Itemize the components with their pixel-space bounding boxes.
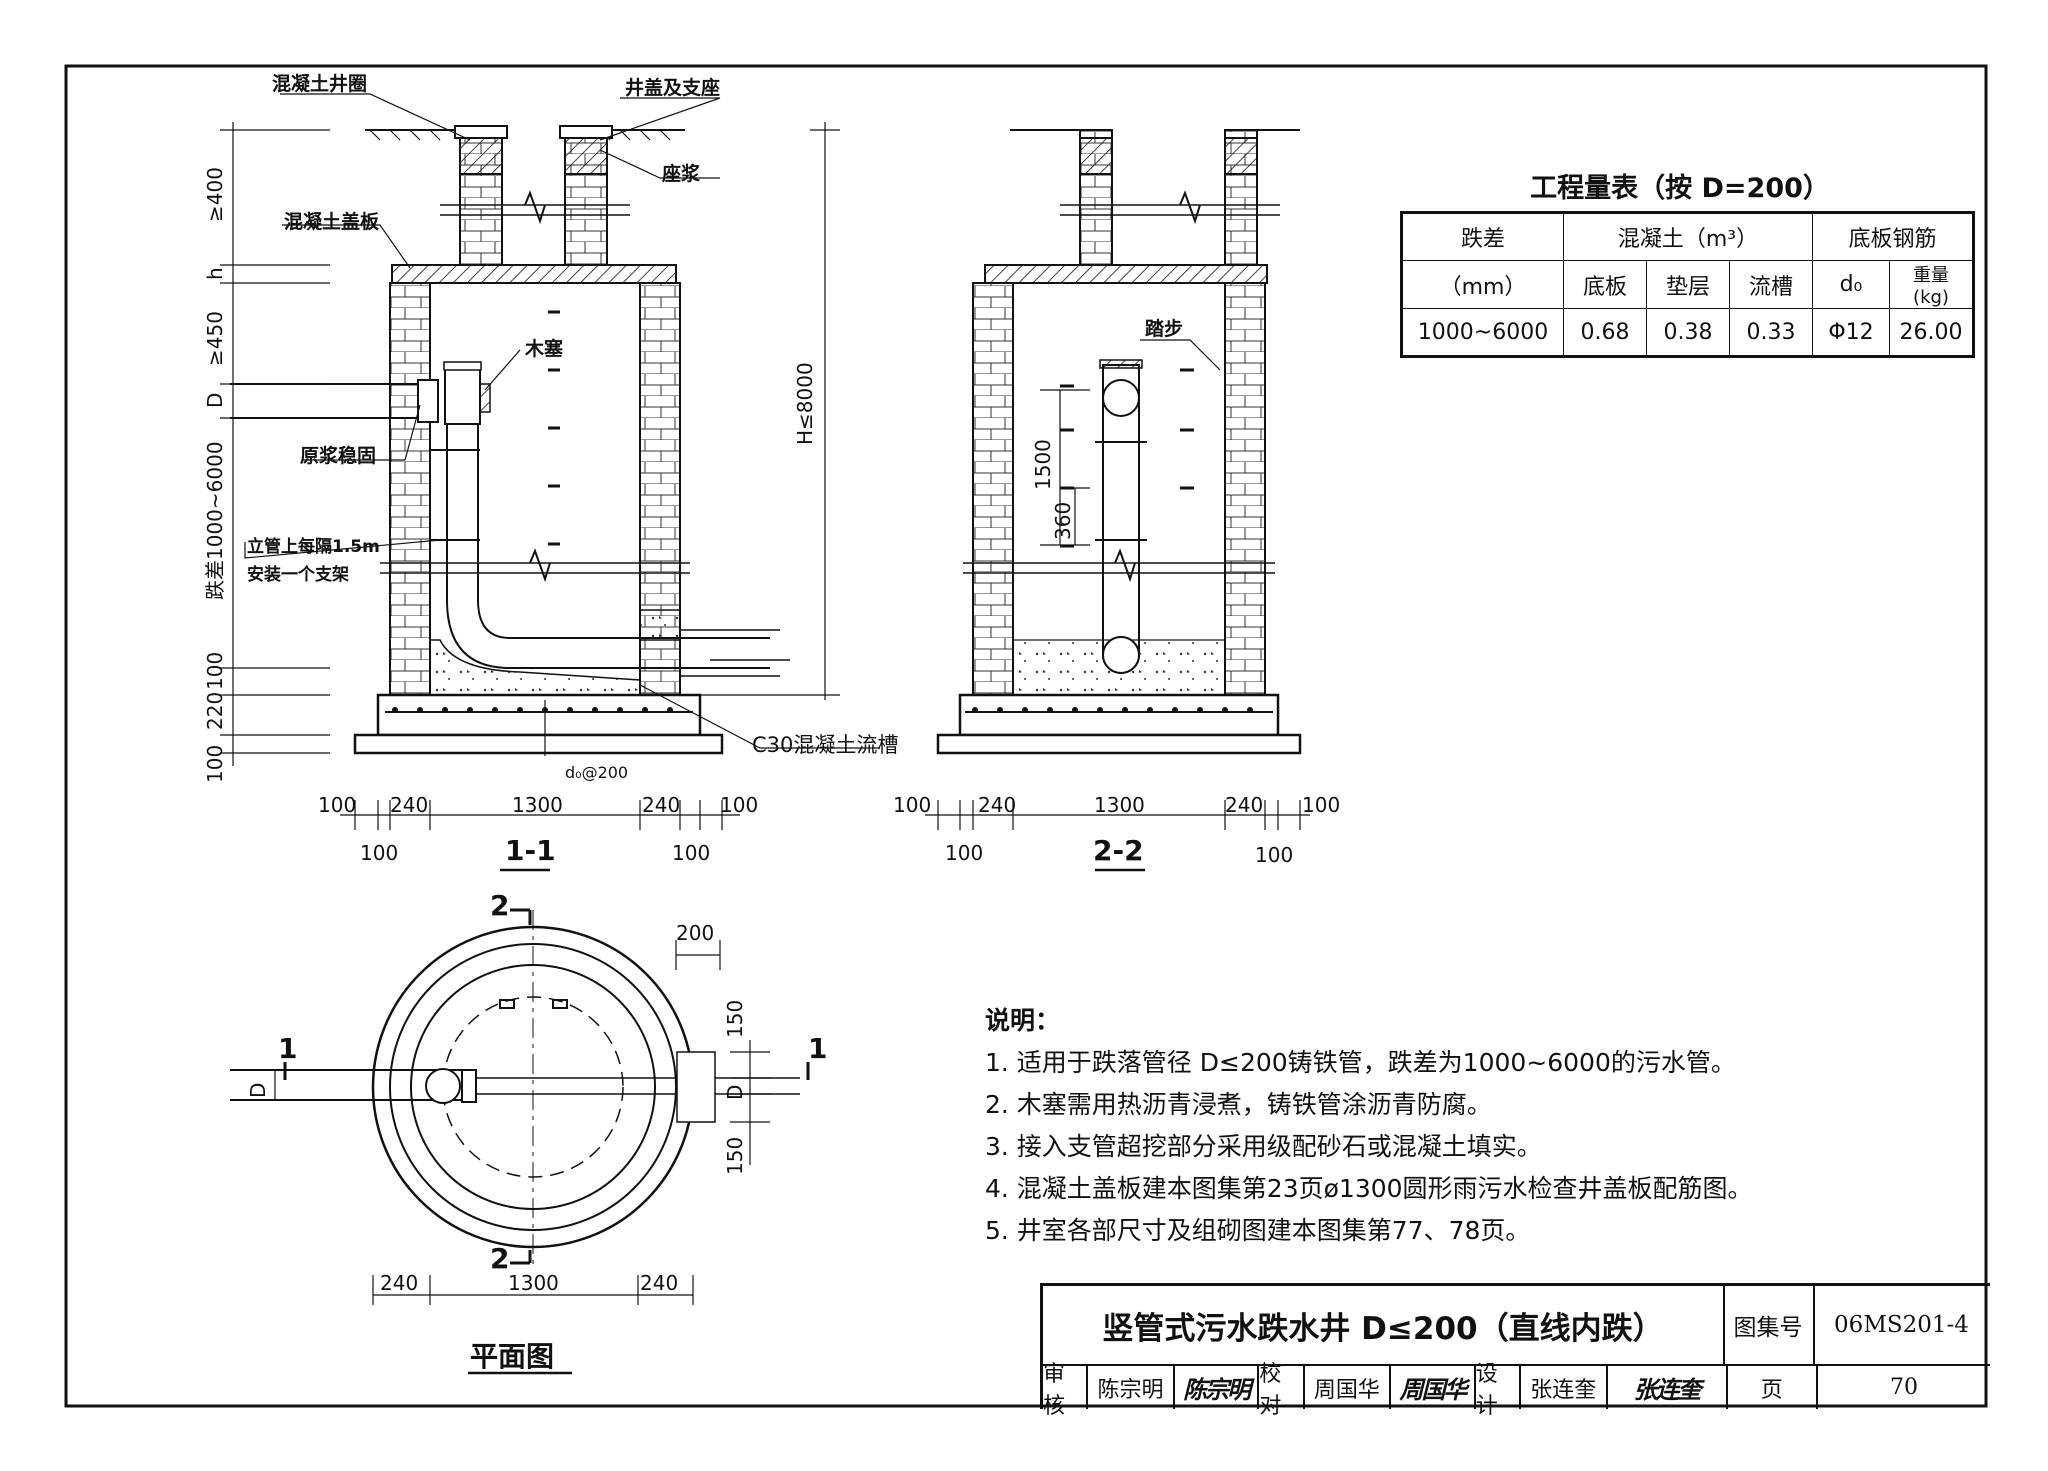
dim-1500: 1500: [1031, 439, 1055, 490]
th-steel: 底板钢筋: [1812, 212, 1974, 261]
dim-2-2-100-l: 100: [893, 793, 931, 817]
th-concrete: 混凝土（m³）: [1563, 212, 1813, 261]
dim-360: 360: [1051, 502, 1075, 540]
dim-plan-D-right: D: [723, 1085, 747, 1100]
notes: 说明： 1. 适用于跌落管径 D≤200铸铁管，跌差为1000~6000的污水管…: [985, 1000, 1753, 1252]
dim-plan-240-l: 240: [380, 1271, 418, 1295]
label-step: 踏步: [1145, 318, 1183, 340]
page-number: 70: [1890, 1375, 1918, 1400]
dim-2-2-240-l: 240: [978, 793, 1016, 817]
dim-1-1-100-br: 100: [672, 841, 710, 865]
dim-220: 220: [203, 692, 227, 730]
dim-1-1-100-bl: 100: [360, 841, 398, 865]
cell-drop: 1000~6000: [1401, 308, 1564, 357]
label-max-height: H≤8000: [793, 362, 817, 445]
label-grout: 原浆稳固: [300, 444, 376, 467]
note-item: 2. 木塞需用热沥青浸煮，铸铁管涂沥青防腐。: [985, 1090, 1492, 1119]
atlas-label: 图集号: [1723, 1286, 1815, 1366]
quantity-table: 工程量表（按 D=200） 跌差 混凝土（m³） 底板钢筋 （mm） 底板 垫层…: [1400, 166, 1975, 358]
page-label: 页: [1728, 1366, 1818, 1409]
dim-400: ≥400: [203, 167, 227, 222]
dim-2-2-100-br: 100: [1255, 843, 1293, 867]
dim-2-2-1300: 1300: [1094, 793, 1145, 817]
quantity-table-title: 工程量表（按 D=200）: [1530, 173, 1830, 204]
th-base: 底板: [1563, 260, 1647, 309]
dim-100-a: 100: [203, 652, 227, 690]
drawing-frame: [64, 64, 1988, 1408]
label-wood-plug: 木塞: [524, 337, 564, 360]
dim-plan-D-left: D: [246, 1083, 270, 1098]
section-2-2-title: 2-2: [1093, 834, 1144, 867]
dim-100-b: 100: [203, 745, 227, 783]
label-cover-seat: 井盖及支座: [625, 76, 720, 99]
dim-plan-200: 200: [676, 921, 714, 945]
label-bracket-1: 立管上每隔1.5m: [247, 536, 380, 557]
designer-name: 张连奎: [1521, 1366, 1608, 1409]
dim-1-1-240-r: 240: [642, 793, 680, 817]
cell-base: 0.68: [1563, 308, 1647, 357]
drawing-title: 竖管式污水跌水井 D≤200（直线内跌）: [1043, 1286, 1725, 1366]
th-cushion: 垫层: [1646, 260, 1730, 309]
dim-h: h: [203, 267, 227, 280]
plan-cut-2-top: 2: [490, 889, 509, 922]
note-item: 4. 混凝土盖板建本图集第23页ø1300圆形雨污水检查井盖板配筋图。: [985, 1174, 1753, 1203]
note-item: 1. 适用于跌落管径 D≤200铸铁管，跌差为1000~6000的污水管。: [985, 1048, 1736, 1077]
signature-row: 审核 陈宗明 陈宗明 校对 周国华 周国华 设计 张连奎 张连奎 页 70: [1043, 1362, 1990, 1419]
atlas-number: 06MS201-4: [1813, 1286, 1990, 1366]
dim-2-2-240-r: 240: [1225, 793, 1263, 817]
dim-2-2-100-r: 100: [1302, 793, 1340, 817]
note-item: 3. 接入支管超挖部分采用级配砂石或混凝土填实。: [985, 1132, 1542, 1161]
design-label: 设计: [1476, 1362, 1521, 1419]
plan-view: [230, 908, 810, 1305]
checker-signature: 周国华: [1391, 1366, 1476, 1409]
dim-plan-150-top: 150: [723, 1000, 747, 1038]
label-cover-slab: 混凝土盖板: [284, 210, 380, 233]
label-rebar: d₀@200: [565, 763, 628, 782]
section-2-2: [925, 129, 1310, 872]
cell-weight: 26.00: [1889, 308, 1974, 357]
plan-title: 平面图: [470, 1340, 554, 1373]
dim-1-1-1300: 1300: [512, 793, 563, 817]
th-unit: （mm）: [1401, 260, 1564, 309]
notes-heading: 说明：: [985, 1006, 1061, 1035]
plan-cut-1-left: 1: [278, 1032, 297, 1065]
reviewer-name: 陈宗明: [1088, 1366, 1175, 1409]
section-1-1-title: 1-1: [505, 834, 556, 867]
dim-1-1-240-l: 240: [390, 793, 428, 817]
label-drop-range: 跌差1000~6000: [203, 441, 227, 600]
dim-D: D: [203, 393, 227, 408]
plan-cut-1-right: 1: [808, 1032, 827, 1065]
section-1-1: [220, 93, 880, 872]
cell-d0: Φ12: [1812, 308, 1890, 357]
dim-1-1-100-l: 100: [318, 793, 356, 817]
dim-plan-1300: 1300: [508, 1271, 559, 1295]
title-block: 竖管式污水跌水井 D≤200（直线内跌） 图集号 06MS201-4 审核 陈宗…: [1040, 1283, 1990, 1419]
dim-1-1-100-r: 100: [720, 793, 758, 817]
label-bracket-2: 安装一个支架: [247, 564, 349, 585]
plan-cut-2-bottom: 2: [490, 1242, 509, 1275]
th-channel: 流槽: [1729, 260, 1813, 309]
note-item: 5. 井室各部尺寸及组砌图建本图集第77、78页。: [985, 1216, 1531, 1245]
th-d0: d₀: [1812, 260, 1890, 309]
label-concrete-ring: 混凝土井圈: [272, 72, 367, 95]
dim-plan-240-r: 240: [640, 1271, 678, 1295]
cell-cushion: 0.38: [1646, 308, 1730, 357]
dim-2-2-100-bl: 100: [945, 841, 983, 865]
checker-name: 周国华: [1305, 1366, 1392, 1409]
quantity-grid: 跌差 混凝土（m³） 底板钢筋 （mm） 底板 垫层 流槽 d₀ 重量(kg) …: [1400, 211, 1975, 358]
dim-450: ≥450: [203, 311, 227, 366]
review-label: 审核: [1043, 1362, 1089, 1419]
reviewer-signature: 陈宗明: [1175, 1366, 1260, 1409]
check-label: 校对: [1259, 1362, 1305, 1419]
designer-signature: 张连奎: [1608, 1366, 1728, 1409]
dim-plan-150-bottom: 150: [723, 1137, 747, 1175]
th-weight: 重量(kg): [1889, 260, 1974, 309]
label-flow-channel: C30混凝土流槽: [752, 733, 898, 757]
label-mortar: 座浆: [662, 162, 701, 185]
cell-channel: 0.33: [1729, 308, 1813, 357]
th-drop: 跌差: [1401, 212, 1564, 261]
